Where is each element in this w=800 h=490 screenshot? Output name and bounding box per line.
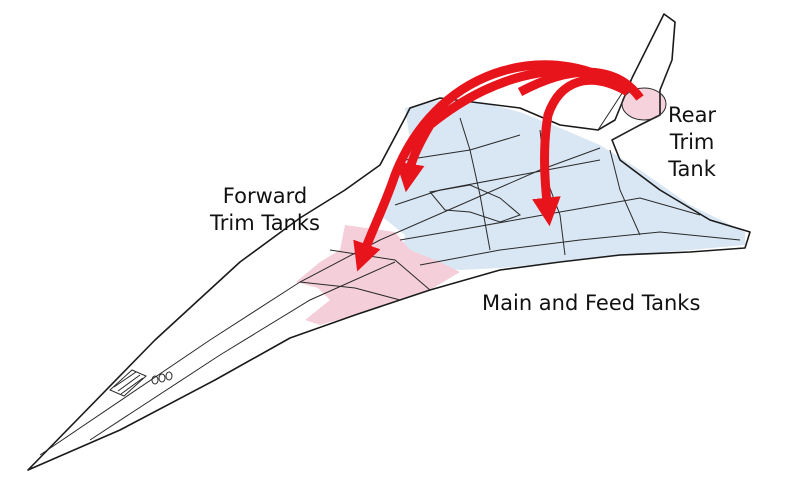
forward-label-line-2: Trim Tanks [210,211,320,235]
cockpit-windows [109,369,173,397]
rear-label-line-2: Trim [669,130,715,154]
forward-trim-tanks-label: Forward Trim Tanks [210,183,320,237]
main-feed-tanks-label: Main and Feed Tanks [482,291,701,315]
aircraft-outline [27,13,751,471]
rear-label-line-3: Tank [668,157,716,181]
forward-trim-tank-region [296,225,460,325]
main-tank-region [380,100,745,272]
rear-trim-tank-label: Rear Trim Tank [668,102,716,183]
arrow-to-main-tank-icon [532,75,631,227]
arrow-to-rear-icon [517,67,644,101]
rear-label-line-1: Rear [668,103,717,127]
forward-label-line-1: Forward [222,184,308,208]
